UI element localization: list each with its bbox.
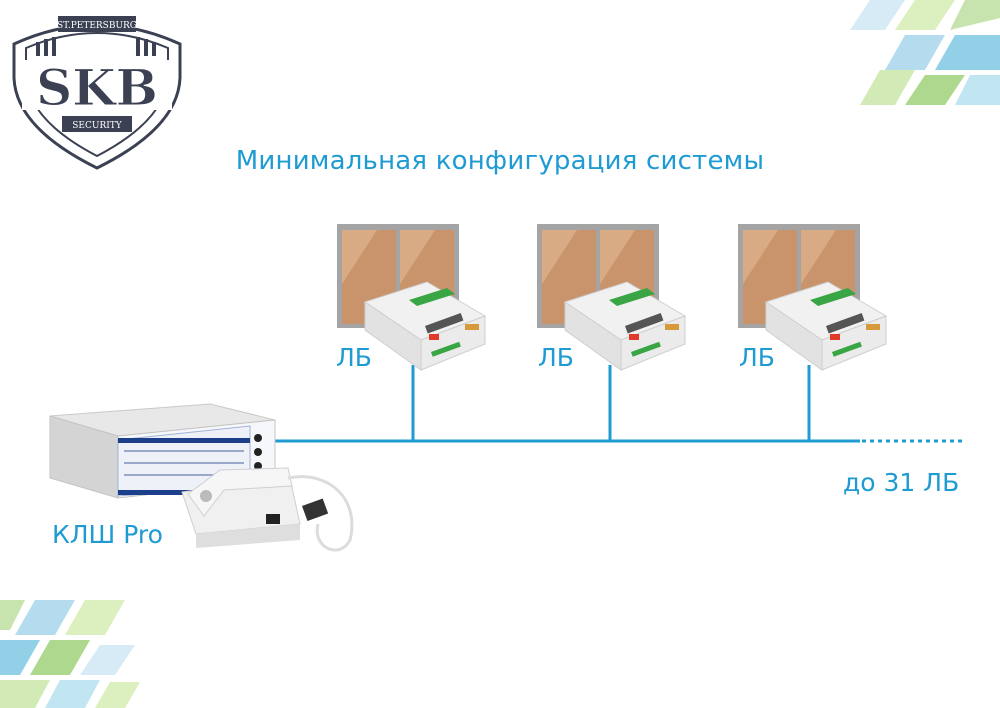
top-right-pattern: [850, 0, 1000, 105]
line-block-device: [363, 281, 487, 371]
bus-lines: [268, 365, 962, 443]
line-block-unit-3: [738, 224, 888, 371]
line-block-label-3: ЛБ: [739, 343, 775, 372]
line-block-unit-2: [537, 224, 687, 371]
skb-security-logo: ST.PETERSBURG SKB SECURITY: [12, 16, 182, 170]
station-label: КЛШ Pro: [52, 520, 163, 549]
logo-top-text: ST.PETERSBURG: [57, 21, 137, 31]
bottom-left-pattern: [0, 600, 140, 708]
expansion-label: до 31 ЛБ: [843, 468, 960, 497]
line-block-label-1: ЛБ: [336, 343, 372, 372]
central-station-device: [49, 403, 354, 552]
logo-bottom-text: SECURITY: [72, 121, 123, 131]
logo-top-banner: [58, 16, 136, 32]
line-block-device: [764, 281, 888, 371]
diagram-title: Минимальная конфигурация системы: [235, 146, 765, 176]
logo-bottom-banner: [62, 116, 132, 132]
line-block-device: [563, 281, 687, 371]
logo-main-text: SKB: [36, 58, 158, 117]
line-block-label-2: ЛБ: [538, 343, 574, 372]
line-block-unit-1: [337, 224, 487, 371]
